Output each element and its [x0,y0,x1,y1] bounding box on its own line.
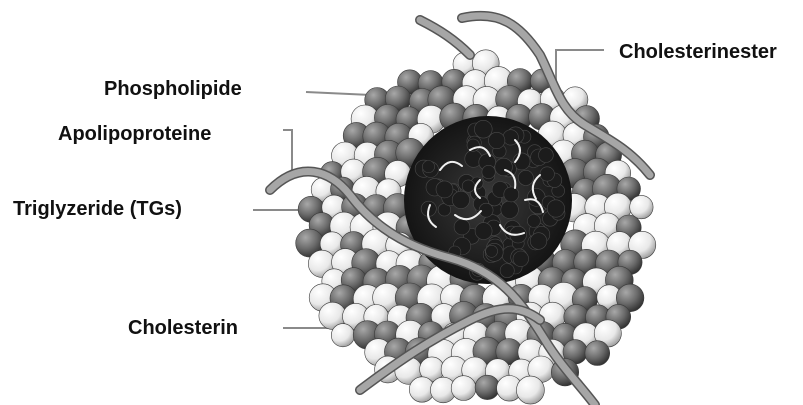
phospholipid-head-sphere [630,195,653,218]
triglyceride-sphere [467,139,479,151]
triglyceride-sphere [475,223,492,240]
phospholipid-head-sphere [331,324,354,347]
label-cholesterin: Cholesterin [128,318,238,338]
triglyceride-sphere [530,233,547,250]
cholesterol-sphere [585,341,610,366]
core-layer [404,116,572,284]
triglyceride-sphere [513,251,529,267]
triglyceride-sphere [489,132,505,148]
triglyceride-sphere [482,165,495,178]
triglyceride-sphere [540,167,554,181]
phospholipid-head-sphere [451,376,476,401]
triglyceride-sphere [501,201,519,219]
triglyceride-sphere [504,187,519,202]
triglyceride-sphere [503,130,518,145]
triglyceride-sphere [454,219,470,235]
leader-apolipoproteine [283,130,292,172]
cholesterol-sphere [475,375,499,399]
triglyceride-sphere [539,148,554,163]
triglyceride-sphere [462,180,474,192]
triglyceride-sphere [452,191,469,208]
label-apolipoproteine: Apolipoproteine [58,124,211,144]
triglyceride-sphere [518,170,533,185]
triglyceride-sphere [474,120,492,138]
triglyceride-sphere [422,161,434,173]
label-cholesterinester: Cholesterinester [619,42,777,62]
triglyceride-sphere [527,215,540,228]
label-phospholipide: Phospholipide [104,79,242,99]
phospholipid-head-sphere [516,376,544,404]
triglyceride-sphere [436,181,453,198]
triglyceride-sphere [547,200,564,217]
triglyceride-sphere [486,245,498,257]
label-triglyzeride: Triglyzeride (TGs) [13,199,182,219]
triglyceride-sphere [500,264,514,278]
apolipoprotein-strand [420,20,470,55]
